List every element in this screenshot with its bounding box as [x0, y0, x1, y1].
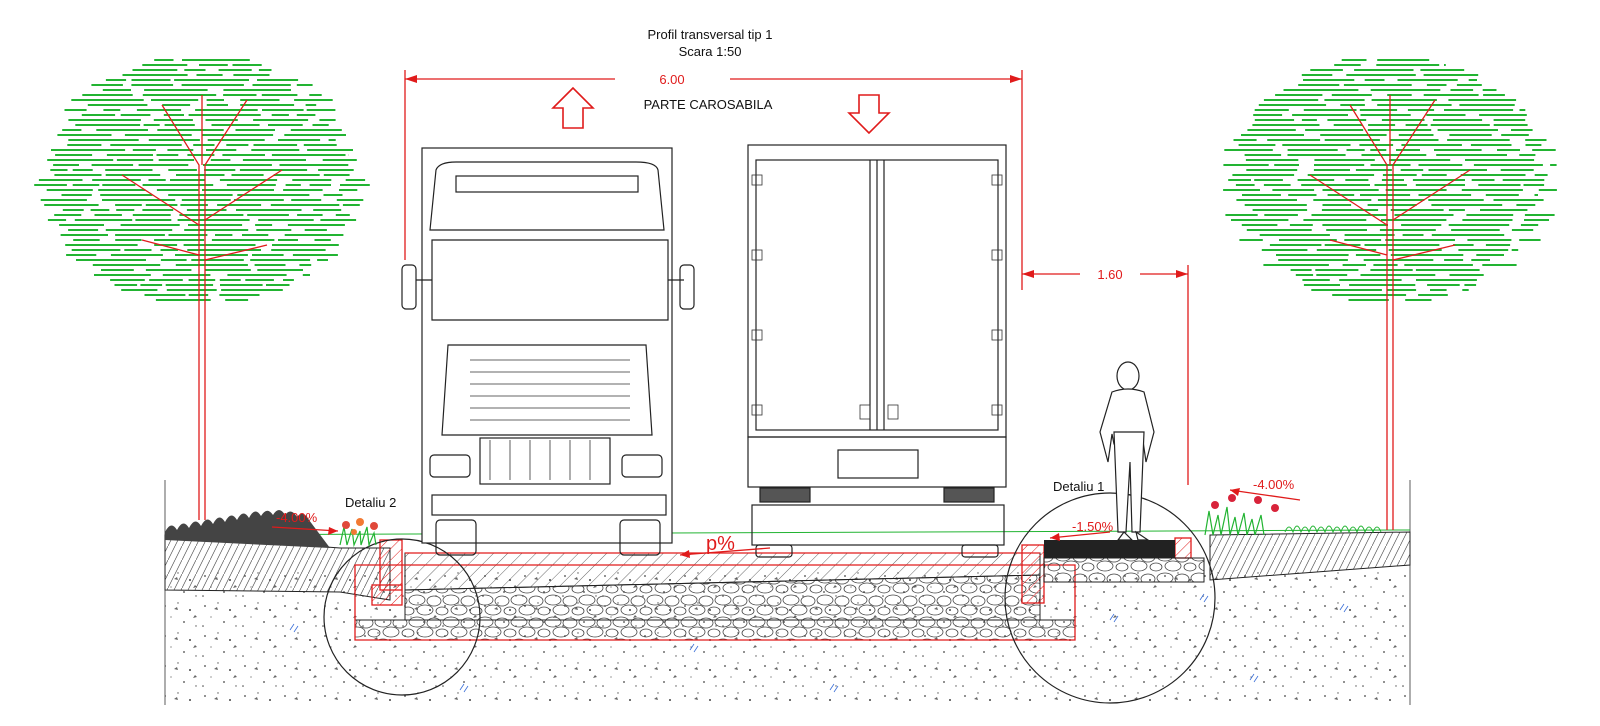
- slope-sidewalk: -1.50%: [1072, 519, 1114, 534]
- left-curb: [371, 539, 403, 606]
- sidewalk-width-label: 1.60: [1097, 267, 1122, 282]
- slope-arrow-left: [271, 526, 339, 535]
- arrow-down-icon: [847, 94, 891, 135]
- detail-1-circle: [1004, 492, 1216, 704]
- detail-1-label: Detaliu 1: [1053, 479, 1104, 494]
- flowers-left: [339, 518, 378, 548]
- drawing-title: Profil transversal tip 1: [648, 27, 773, 42]
- dimension-sidewalk: 1.60: [1022, 265, 1189, 485]
- arrow-up-icon: [551, 86, 595, 129]
- roadway-width-label: 6.00: [659, 72, 684, 87]
- flowers-right: [1204, 494, 1382, 536]
- dimension-roadway: 6.00: [404, 70, 1023, 290]
- crossfall-label: p%: [706, 533, 735, 555]
- slope-right-verge: -4.00%: [1253, 477, 1295, 492]
- roadway-label: PARTE CAROSABILA: [644, 97, 773, 112]
- sidewalk: [1043, 540, 1205, 583]
- slope-arrow-crossfall: [679, 547, 771, 558]
- pavement-structure: [354, 552, 1076, 641]
- slope-arrow-sidewalk: [1049, 531, 1111, 541]
- tree-trunk: [1309, 95, 1471, 530]
- detail-2-circle: [323, 538, 481, 696]
- tree-left: [34, 59, 370, 520]
- truck-rear-view: [747, 144, 1007, 558]
- detail-2-label: Detaliu 2: [345, 495, 396, 510]
- truck-front-view: [401, 147, 695, 556]
- tree-trunk: [121, 95, 283, 520]
- tree-right: [1223, 59, 1557, 530]
- left-hedge: [165, 510, 330, 548]
- drawing-scale: Scara 1:50: [679, 44, 742, 59]
- slope-left-verge: -4.00%: [276, 510, 318, 525]
- slope-arrow-right: [1229, 488, 1301, 501]
- pedestrian-figure: [1099, 361, 1155, 541]
